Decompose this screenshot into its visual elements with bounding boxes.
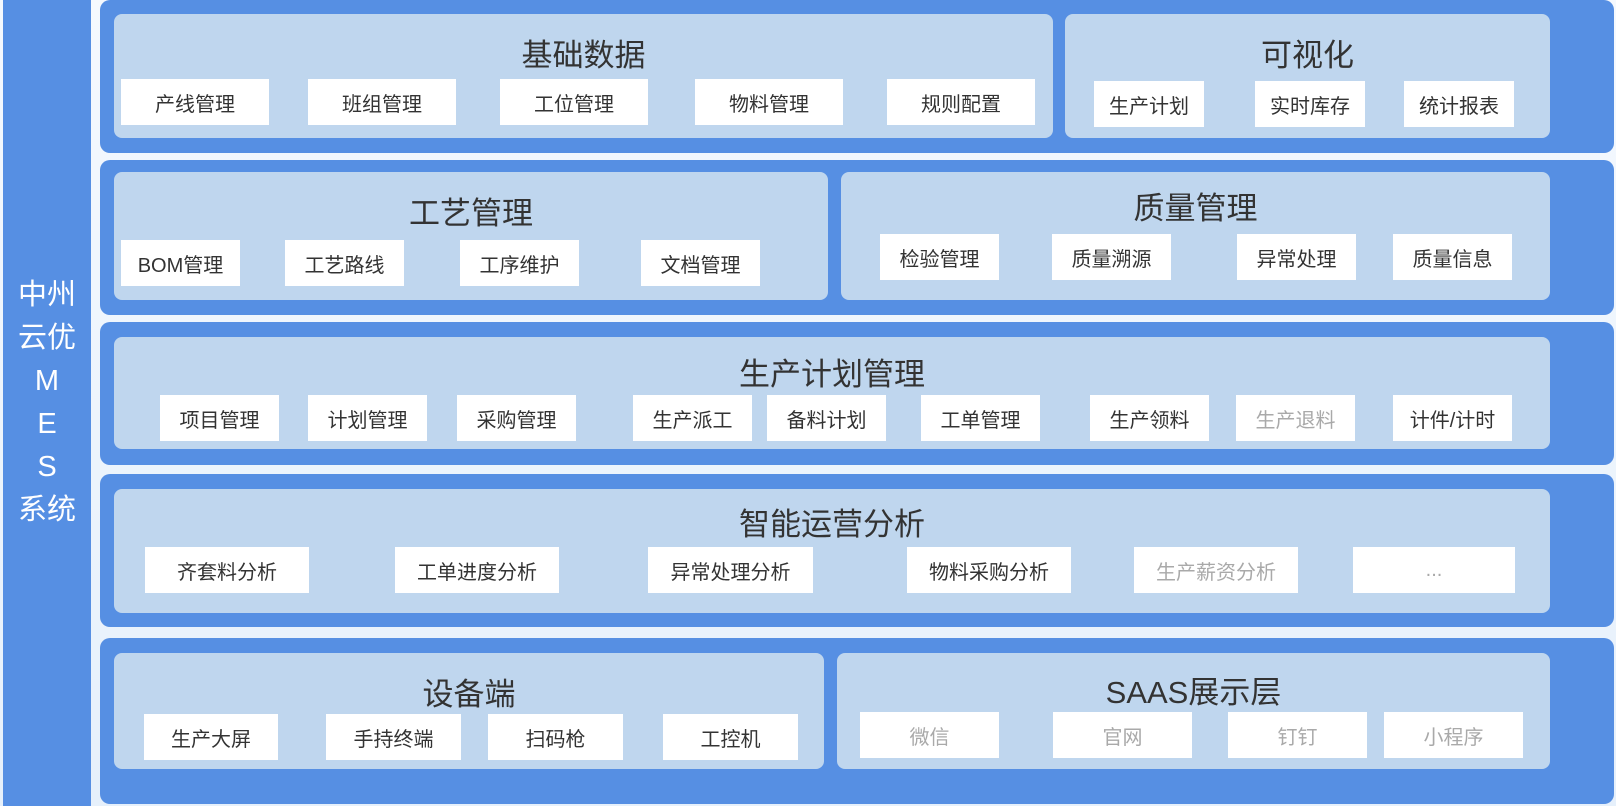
channel-item-dingtalk[interactable]: 钉钉 — [1228, 712, 1367, 758]
module-item[interactable]: 手持终端 — [326, 714, 461, 760]
module-item[interactable]: 文档管理 — [641, 240, 760, 286]
channel-item-wechat[interactable]: 微信 — [860, 712, 999, 758]
sidebar-line: 云优 — [17, 322, 76, 354]
panel-title: SAAS展示层 — [1105, 675, 1282, 710]
module-item[interactable]: 生产领料 — [1090, 395, 1209, 441]
module-item[interactable]: 异常处理分析 — [648, 547, 813, 593]
system-name-sidebar: 中州 云优 M E S 系统 — [3, 0, 91, 806]
module-item[interactable]: 统计报表 — [1404, 81, 1514, 127]
panel-title: 质量管理 — [1133, 191, 1258, 226]
panel-title: 设备端 — [422, 677, 516, 712]
module-item[interactable]: 质量溯源 — [1052, 234, 1171, 280]
panel-production-plan: 生产计划管理 项目管理 计划管理 采购管理 生产派工 备料计划 工单管理 生产领… — [114, 337, 1550, 449]
panel-analytics: 智能运营分析 齐套料分析 工单进度分析 异常处理分析 物料采购分析 生产薪资分析… — [114, 489, 1550, 613]
more-modules-item[interactable]: ... — [1353, 547, 1515, 593]
panel-title: 生产计划管理 — [739, 357, 925, 392]
channel-item-miniprogram[interactable]: 小程序 — [1384, 712, 1523, 758]
module-item[interactable]: 工控机 — [663, 714, 798, 760]
panel-title: 基础数据 — [521, 38, 646, 73]
layer-row-data: 基础数据 产线管理 班组管理 工位管理 物料管理 规则配置 可视化 生产计划 实… — [100, 0, 1614, 153]
layer-row-production-plan: 生产计划管理 项目管理 计划管理 采购管理 生产派工 备料计划 工单管理 生产领… — [100, 322, 1614, 465]
module-item[interactable]: 质量信息 — [1393, 234, 1512, 280]
module-item[interactable]: 规则配置 — [887, 79, 1035, 125]
module-item[interactable]: 工艺路线 — [285, 240, 404, 286]
module-item[interactable]: 采购管理 — [457, 395, 576, 441]
module-item[interactable]: 项目管理 — [160, 395, 279, 441]
sidebar-line: 中州 — [17, 279, 76, 311]
module-item-disabled[interactable]: 生产薪资分析 — [1134, 547, 1298, 593]
sidebar-line: S — [37, 451, 57, 483]
module-item[interactable]: 备料计划 — [767, 395, 886, 441]
panel-title: 可视化 — [1261, 38, 1354, 73]
panel-devices: 设备端 生产大屏 手持终端 扫码枪 工控机 — [114, 653, 824, 769]
panel-title: 工艺管理 — [409, 196, 533, 231]
module-item[interactable]: 产线管理 — [121, 79, 269, 125]
module-item[interactable]: BOM管理 — [121, 240, 240, 286]
panel-visualization: 可视化 生产计划 实时库存 统计报表 — [1065, 14, 1550, 138]
module-item[interactable]: 生产派工 — [633, 395, 752, 441]
panel-basic-data: 基础数据 产线管理 班组管理 工位管理 物料管理 规则配置 — [114, 14, 1053, 138]
panel-title: 智能运营分析 — [739, 507, 925, 542]
module-item[interactable]: 工单进度分析 — [395, 547, 559, 593]
module-item[interactable]: 物料管理 — [695, 79, 843, 125]
sidebar-line: 系统 — [17, 494, 76, 526]
module-item[interactable]: 工序维护 — [460, 240, 579, 286]
panel-process: 工艺管理 BOM管理 工艺路线 工序维护 文档管理 — [114, 172, 828, 300]
panel-quality: 质量管理 检验管理 质量溯源 异常处理 质量信息 — [841, 172, 1550, 300]
module-item[interactable]: 工单管理 — [921, 395, 1040, 441]
module-item[interactable]: 实时库存 — [1255, 81, 1365, 127]
module-item[interactable]: 计划管理 — [308, 395, 427, 441]
layer-row-analytics: 智能运营分析 齐套料分析 工单进度分析 异常处理分析 物料采购分析 生产薪资分析… — [100, 474, 1614, 627]
layer-row-endpoints: 设备端 生产大屏 手持终端 扫码枪 工控机 SAAS展示层 微信 官网 钉钉 小… — [100, 638, 1614, 804]
module-item[interactable]: 工位管理 — [500, 79, 648, 125]
module-item[interactable]: 生产计划 — [1094, 81, 1204, 127]
module-item[interactable]: 班组管理 — [308, 79, 456, 125]
module-item[interactable]: 检验管理 — [880, 234, 999, 280]
module-item[interactable]: 生产大屏 — [144, 714, 278, 760]
module-item[interactable]: 齐套料分析 — [145, 547, 309, 593]
module-item[interactable]: 扫码枪 — [488, 714, 623, 760]
module-item[interactable]: 异常处理 — [1237, 234, 1356, 280]
layer-row-process-quality: 工艺管理 BOM管理 工艺路线 工序维护 文档管理 质量管理 检验管理 质量溯源… — [100, 160, 1614, 315]
panel-saas: SAAS展示层 微信 官网 钉钉 小程序 — [837, 653, 1550, 769]
sidebar-line: E — [37, 408, 57, 440]
module-item-disabled[interactable]: 生产退料 — [1236, 395, 1355, 441]
sidebar-line: M — [34, 365, 60, 397]
channel-item-website[interactable]: 官网 — [1053, 712, 1192, 758]
module-item[interactable]: 计件/计时 — [1393, 395, 1512, 441]
module-item[interactable]: 物料采购分析 — [907, 547, 1071, 593]
